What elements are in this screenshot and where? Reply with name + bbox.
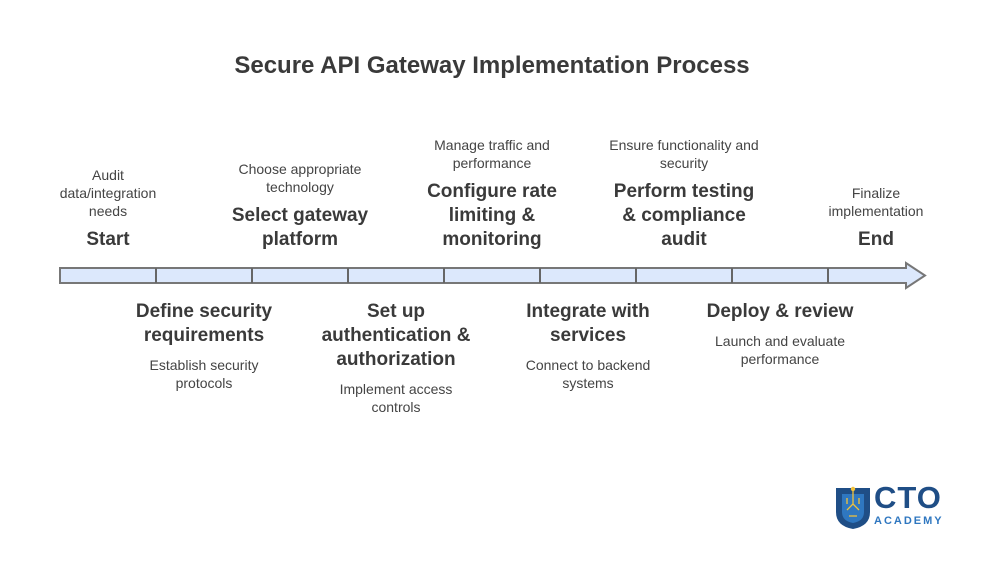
logo-subtitle: ACADEMY: [874, 515, 944, 527]
step-end: Finalize implementation End: [816, 184, 936, 252]
step-deploy-review: Deploy & review Launch and evaluate perf…: [705, 300, 855, 368]
diagram-title: Secure API Gateway Implementation Proces…: [234, 52, 750, 79]
step-testing: Ensure functionality and security Perfor…: [609, 136, 759, 252]
step-start: Audit data/integration needs Start: [48, 166, 168, 252]
step-heading: Integrate with services: [526, 301, 650, 346]
step-select-platform: Choose appropriate technology Select gat…: [230, 160, 370, 252]
step-heading: Select gateway platform: [231, 205, 369, 250]
step-heading: Perform testing & compliance audit: [613, 181, 755, 250]
shield-circuit-icon: [836, 486, 870, 529]
step-description: Choose appropriate technology: [238, 161, 362, 195]
logo-name: CTO: [874, 480, 942, 515]
step-heading: End: [858, 229, 894, 250]
step-heading: Define security requirements: [135, 301, 273, 346]
step-description: Audit data/integration needs: [59, 167, 157, 219]
step-heading: Start: [86, 229, 130, 250]
cto-academy-logo: CTO ACADEMY: [834, 480, 954, 534]
step-description: Manage traffic and performance: [434, 137, 550, 171]
step-description: Connect to backend systems: [525, 357, 651, 391]
step-heading: Deploy & review: [706, 301, 854, 322]
step-heading: Set up authentication & authorization: [321, 301, 471, 370]
step-heading: Configure rate limiting & monitoring: [427, 181, 557, 250]
timeline-dividers: [155, 268, 829, 283]
step-description: Implement access controls: [339, 381, 453, 415]
step-rate-limiting: Manage traffic and performance Configure…: [412, 136, 572, 252]
step-description: Ensure functionality and security: [609, 137, 759, 171]
step-define-security: Define security requirements Establish s…: [134, 300, 274, 392]
step-description: Finalize implementation: [828, 185, 924, 219]
step-integrate-services: Integrate with services Connect to backe…: [513, 300, 663, 392]
step-description: Launch and evaluate performance: [715, 333, 845, 367]
step-authentication: Set up authentication & authorization Im…: [321, 300, 471, 416]
step-description: Establish security protocols: [149, 357, 259, 391]
timeline-bar: [59, 261, 927, 290]
